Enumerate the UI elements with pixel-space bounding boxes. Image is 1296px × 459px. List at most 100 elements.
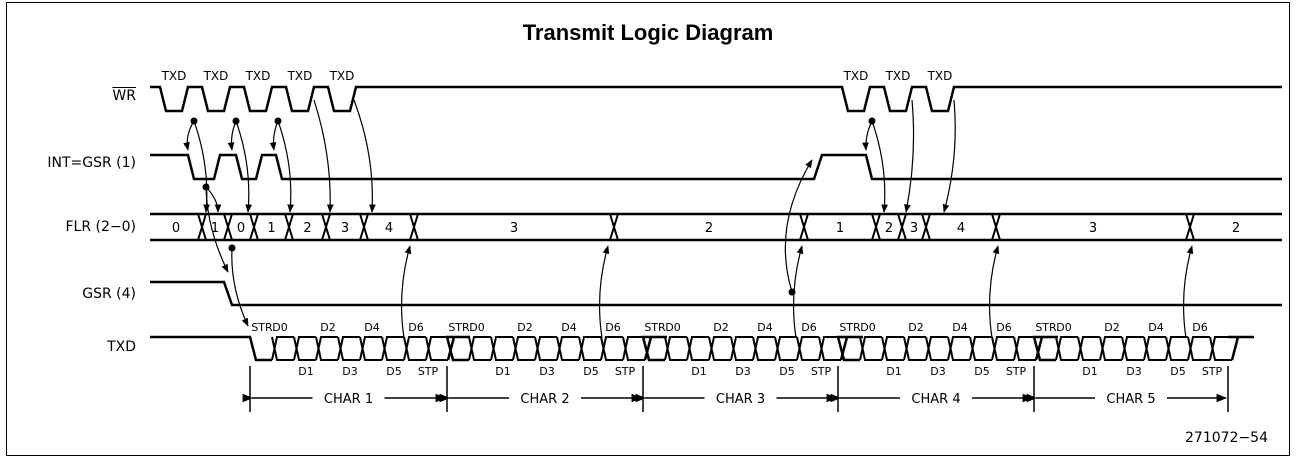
flr-value: 4 [385, 221, 393, 236]
txd-bit-label: D0 [1056, 321, 1071, 334]
txd-bit-label: D6 [605, 321, 620, 334]
txd-data-cell [600, 336, 623, 361]
cause-arrow [400, 245, 412, 339]
cause-arrow [269, 120, 279, 151]
txd-bit-label: STP [811, 365, 832, 378]
char-label-bg [704, 390, 777, 406]
txd-bit-label: D5 [974, 365, 989, 378]
wr-waveform [150, 85, 1282, 113]
flr-value: 0 [172, 221, 180, 236]
txd-data-cell [293, 336, 316, 361]
txd-data-cell [271, 336, 294, 361]
txd-data-cell [337, 336, 360, 361]
txd-bit-label: D0 [469, 321, 484, 334]
char-label-bg [900, 390, 972, 406]
txd-bit-label: D2 [713, 321, 728, 334]
txd-data-cell [903, 336, 926, 361]
txd-bit-label: D4 [1148, 321, 1163, 334]
txd-data-cell [969, 336, 992, 361]
txd-bit-label: D6 [408, 321, 423, 334]
char-label: CHAR 5 [1106, 392, 1155, 407]
flr-transition [609, 213, 619, 241]
txd-data-cell [403, 336, 426, 361]
txd-bit-label: D2 [517, 321, 532, 334]
diagram-title: Transmit Logic Diagram [522, 20, 774, 45]
txd-bit-label: D2 [1104, 321, 1119, 334]
wr-pulse-label: TXD [203, 69, 229, 83]
txd-data-cell [881, 336, 904, 361]
txd-data-cell [490, 336, 513, 361]
flr-value: 1 [836, 221, 844, 236]
flr-transition [197, 213, 207, 241]
txd-bit-label: STP [1006, 365, 1027, 378]
txd-data-cell [664, 336, 687, 361]
cause-arrow [942, 99, 956, 213]
flr-transition [871, 213, 881, 241]
wr-pulse-label: TXD [927, 69, 953, 83]
txd-bit-label: STR [1035, 321, 1057, 334]
txd-data-cell [512, 336, 535, 361]
flr-value: 2 [885, 221, 893, 236]
flr-transition [897, 213, 907, 241]
cause-arrow [871, 120, 889, 213]
cause-arrow [205, 186, 229, 273]
txd-bit-label: D0 [860, 321, 875, 334]
txd-data-cell [1013, 336, 1036, 361]
txd-data-cell [796, 336, 819, 361]
txd-bit-label: D0 [665, 321, 680, 334]
txd-bit-label: D5 [779, 365, 794, 378]
flr-transition [409, 213, 419, 241]
txd-bit-label: D1 [495, 365, 510, 378]
txd-bit-label: D3 [342, 365, 357, 378]
txd-bit-label: STR [448, 321, 470, 334]
flr-transition [921, 213, 931, 241]
cause-arrow [235, 120, 253, 213]
cause-arrow [353, 99, 376, 213]
txd-bit-label: STR [839, 321, 861, 334]
txd-bit-label: D2 [908, 321, 923, 334]
wr-pulse-label: TXD [329, 69, 355, 83]
txd-data-cell [1143, 336, 1166, 361]
txd-bit-label: D1 [691, 365, 706, 378]
flr-value: 2 [1232, 221, 1240, 236]
flr-value: 3 [341, 221, 349, 236]
cause-arrow [599, 245, 610, 339]
diagram-frame [6, 2, 1290, 456]
wr-pulse-label: TXD [287, 69, 313, 83]
char-label: CHAR 1 [324, 392, 373, 407]
char-label: CHAR 2 [520, 392, 569, 407]
txd-data-cell [1055, 336, 1078, 361]
flr-value: 0 [237, 221, 245, 236]
cause-arrow [988, 245, 1000, 339]
txd-data-cell [708, 336, 731, 361]
wr-pulse-label: TXD [885, 69, 911, 83]
txd-bit-label: D6 [801, 321, 816, 334]
flr-value: 4 [957, 221, 965, 236]
flr-transition [799, 213, 809, 241]
txd-bit-label: D4 [561, 321, 576, 334]
cause-arrow [784, 159, 813, 293]
txd-bit-label: D6 [1192, 321, 1207, 334]
txd-data-cell [578, 336, 601, 361]
txd-data-cell [468, 336, 491, 361]
txd-bit-label: D1 [298, 365, 313, 378]
flr-transition [249, 213, 259, 241]
char-label: CHAR 3 [716, 392, 765, 407]
signal-label-int-gsr1: INT=GSR (1) [47, 155, 136, 171]
txd-bit-label: D4 [364, 321, 379, 334]
txd-data-cell [315, 336, 338, 361]
cause-arrow [1182, 245, 1194, 339]
txd-bit-label: D3 [539, 365, 554, 378]
flr-transition [284, 213, 294, 241]
cause-arrow [231, 247, 249, 327]
cause-arrow [183, 120, 195, 151]
txd-data-cell [818, 336, 841, 361]
int-gsr1-waveform [150, 153, 1282, 181]
txd-data-cell [730, 336, 753, 361]
flr-transition [991, 213, 1001, 241]
flr-value: 3 [910, 221, 918, 236]
txd-bit-label: D6 [996, 321, 1011, 334]
txd-data-cell [1077, 336, 1100, 361]
txd-data-cell [991, 336, 1014, 361]
